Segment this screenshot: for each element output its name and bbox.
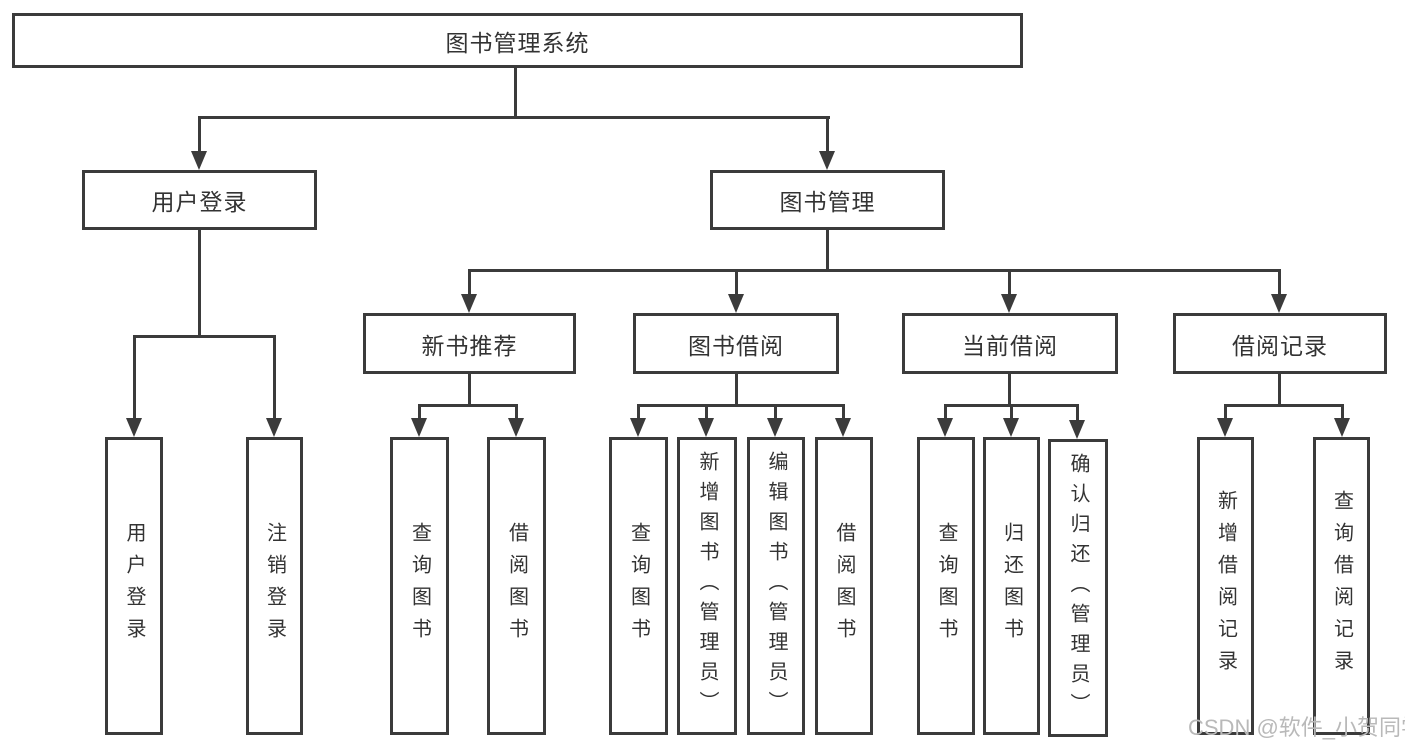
connector-recommend-stem — [468, 374, 471, 407]
leaf-recommend-query-books: 查询图书 — [390, 437, 449, 735]
node-new-book-recommend: 新书推荐 — [363, 313, 576, 374]
arrow-down-icon — [126, 418, 142, 437]
connector-drop-current — [1008, 269, 1011, 297]
connector-record-stem — [1278, 374, 1281, 407]
arrow-down-icon — [1271, 294, 1287, 313]
leaf-borrow-query-books: 查询图书 — [609, 437, 668, 735]
arrow-down-icon — [630, 418, 646, 437]
leaf-record-query: 查询借阅记录 — [1313, 437, 1370, 735]
leaf-recommend-borrow-books: 借阅图书 — [487, 437, 546, 735]
connector-drop-user-login-leaf — [133, 335, 136, 421]
arrow-down-icon — [698, 418, 714, 437]
connector-drop — [1224, 404, 1227, 422]
leaf-borrow-edit-books: 编辑图书（管理员） — [747, 437, 805, 735]
connector-drop-record — [1278, 269, 1281, 297]
node-user-login: 用户登录 — [82, 170, 317, 230]
connector-drop — [1076, 404, 1079, 422]
leaf-borrow-add-books: 新增图书（管理员） — [677, 437, 737, 735]
connector-drop — [1010, 404, 1013, 422]
connector-mgmt-branch — [468, 269, 1281, 272]
arrow-down-icon — [937, 418, 953, 437]
connector-drop-borrow — [735, 269, 738, 297]
arrow-down-icon — [191, 151, 207, 170]
connector-drop — [515, 404, 518, 422]
connector-drop — [637, 404, 640, 422]
connector-login-branch — [133, 335, 276, 338]
leaf-borrow-borrow-books: 借阅图书 — [815, 437, 873, 735]
connector-drop-book-management — [826, 116, 829, 154]
arrow-down-icon — [266, 418, 282, 437]
arrow-down-icon — [461, 294, 477, 313]
arrow-down-icon — [1217, 418, 1233, 437]
node-book-management: 图书管理 — [710, 170, 945, 230]
connector-root-stem — [514, 68, 517, 119]
arrow-down-icon — [728, 294, 744, 313]
leaf-current-return-books: 归还图书 — [983, 437, 1040, 735]
arrow-down-icon — [1001, 294, 1017, 313]
connector-record-branch — [1224, 404, 1344, 407]
arrow-down-icon — [767, 418, 783, 437]
connector-drop-recommend — [468, 269, 471, 297]
connector-mgmt-stem — [826, 230, 829, 272]
connector-drop-logout — [273, 335, 276, 421]
connector-login-stem — [198, 230, 201, 338]
connector-drop — [418, 404, 421, 422]
node-current-borrow: 当前借阅 — [902, 313, 1118, 374]
arrow-down-icon — [1003, 418, 1019, 437]
node-root: 图书管理系统 — [12, 13, 1023, 68]
connector-root-branch — [198, 116, 830, 119]
node-book-borrow: 图书借阅 — [633, 313, 839, 374]
leaf-user-login: 用户登录 — [105, 437, 163, 735]
leaf-logout: 注销登录 — [246, 437, 303, 735]
leaf-current-query-books: 查询图书 — [917, 437, 975, 735]
arrow-down-icon — [508, 418, 524, 437]
connector-current-stem — [1008, 374, 1011, 407]
node-borrow-record: 借阅记录 — [1173, 313, 1387, 374]
connector-drop — [944, 404, 947, 422]
connector-drop — [1341, 404, 1344, 422]
connector-drop — [842, 404, 845, 422]
csdn-watermark: CSDN @软件_小贺同学 — [1188, 715, 1405, 740]
connector-borrow-stem — [735, 374, 738, 407]
connector-drop — [705, 404, 708, 422]
connector-recommend-branch — [418, 404, 518, 407]
connector-drop-user-login — [198, 116, 201, 154]
connector-borrow-branch — [637, 404, 845, 407]
arrow-down-icon — [1334, 418, 1350, 437]
arrow-down-icon — [835, 418, 851, 437]
connector-drop — [774, 404, 777, 422]
arrow-down-icon — [819, 151, 835, 170]
leaf-current-confirm-return: 确认归还（管理员） — [1048, 439, 1108, 737]
arrow-down-icon — [411, 418, 427, 437]
leaf-record-add: 新增借阅记录 — [1197, 437, 1254, 735]
arrow-down-icon — [1069, 420, 1085, 439]
